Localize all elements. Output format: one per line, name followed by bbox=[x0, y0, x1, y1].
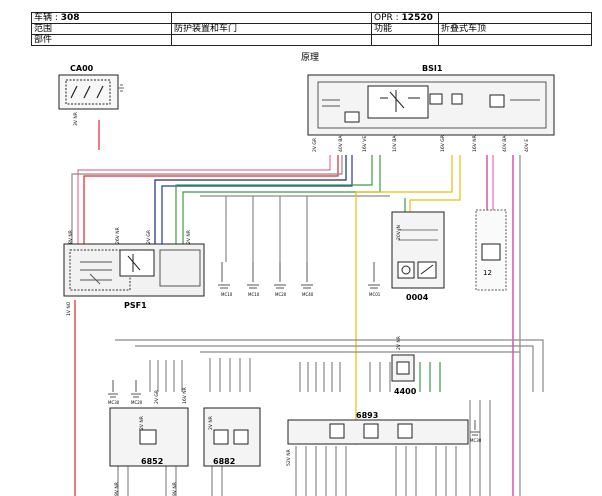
bsi-conn-c: 40V BA bbox=[338, 135, 344, 152]
component-4400: 4400 2V NR bbox=[391, 336, 417, 396]
wire-green-2 bbox=[182, 155, 381, 246]
wire-pink-bsi-psf bbox=[77, 155, 331, 250]
wire-blue-bsi-psf bbox=[161, 155, 353, 246]
bsi-conn-g: 40V BA bbox=[502, 135, 508, 152]
wire-grey-bottom-6893c bbox=[435, 446, 457, 496]
psf-conn-side: 1V NO bbox=[66, 301, 72, 316]
ground-mc40: MC40 bbox=[301, 262, 314, 297]
vehicle-value: 308 bbox=[60, 13, 80, 23]
ground-mc20: MC20 bbox=[274, 262, 287, 297]
grounds-upper: MC10 MC10 MC20 MC40 MC01 bbox=[218, 262, 381, 297]
opr-value: 12520 bbox=[401, 13, 433, 23]
c6882-conn-b: 16V NR bbox=[182, 387, 188, 404]
ground-label: MC10 bbox=[248, 292, 260, 297]
ground-label: MC20 bbox=[275, 292, 287, 297]
wire-grey-6882 bbox=[209, 358, 251, 392]
ground-label: MC30 bbox=[470, 438, 482, 443]
wire-grey-lower-bus-2 bbox=[135, 345, 534, 392]
bsi-conn-h: 40V E bbox=[524, 139, 530, 152]
header-blank-4 bbox=[438, 34, 592, 46]
ground-mc01: MC01 bbox=[368, 262, 381, 297]
wire-grey-6893b bbox=[369, 362, 391, 392]
ground-label: MC01 bbox=[369, 292, 381, 297]
c6893-label: 6893 bbox=[356, 411, 378, 420]
c0004-label: 0004 bbox=[406, 293, 429, 302]
ground-mc20-b: MC20 bbox=[131, 380, 143, 405]
c6852-conn-d: 9V NR bbox=[172, 482, 178, 496]
c6882-label: 6882 bbox=[213, 457, 235, 466]
psf1-label: PSF1 bbox=[124, 301, 147, 310]
ground-mc30-a: MC30 bbox=[108, 380, 120, 405]
wire-yellow-2 bbox=[409, 155, 461, 212]
ground-label: MC20 bbox=[131, 400, 143, 405]
c4400-label: 4400 bbox=[394, 387, 417, 396]
c6852-label: 6852 bbox=[141, 457, 163, 466]
ca00-pin-label: 3V NR bbox=[73, 112, 79, 126]
psf-conn-c: 26V NR bbox=[115, 227, 121, 244]
component-ca00: CA00 3V NR bbox=[58, 64, 124, 126]
wire-yellow-1 bbox=[355, 155, 453, 445]
header-table: 车辆 : 308 OPR : 12520 范围 防护装置和车门 功能 折叠式车顶… bbox=[31, 12, 592, 46]
diagram-title: 原理 bbox=[301, 53, 320, 63]
ground-mc10-a: MC10 bbox=[218, 262, 233, 297]
wire-red-bsi-psf bbox=[83, 155, 339, 250]
grounds-lower: MC30 MC20 MC30 bbox=[108, 380, 482, 443]
ground-mc30-b: MC30 bbox=[470, 420, 482, 443]
wire-grey-6893 bbox=[299, 362, 341, 392]
bsi-conn-d: 10V BA bbox=[392, 135, 398, 152]
ca00-label: CA00 bbox=[70, 64, 94, 73]
component-psf1: PSF1 8V NR 2V GR 26V NR 2V NR 1V NO bbox=[63, 227, 205, 316]
bsi-conn-e: 16V GR bbox=[440, 135, 446, 152]
c4400-pin: 2V NR bbox=[396, 336, 402, 350]
vehicle-label: 车辆 : bbox=[34, 13, 58, 23]
psf-conn-d: 2V NR bbox=[186, 230, 192, 244]
wire-grey-1 bbox=[71, 155, 343, 250]
component-bsi1: BSI1 2V GR 16V VE 40V BA 10V BA 16V GR 1… bbox=[307, 64, 555, 152]
ground-label: MC30 bbox=[108, 400, 120, 405]
component-6882: 6882 2V NR 16V NR bbox=[182, 387, 261, 467]
wire-grey-bottom bbox=[469, 400, 491, 496]
wire-green-6893 bbox=[419, 362, 441, 392]
ground-label: MC40 bbox=[302, 292, 314, 297]
ground-mc10-b: MC10 bbox=[247, 262, 260, 297]
component-6893: 6893 52V NR bbox=[286, 411, 469, 466]
relay-label: 12 bbox=[483, 269, 492, 277]
c6852-conn-b: 2V NR bbox=[139, 416, 145, 430]
psf-conn-a: 8V NR bbox=[68, 230, 74, 244]
bsi-conn-a: 2V GR bbox=[312, 138, 318, 152]
ground-label: MC10 bbox=[221, 292, 233, 297]
c6893-pin: 52V NR bbox=[286, 449, 292, 466]
c6852-conn-a: 2V GR bbox=[154, 390, 160, 404]
opr-label: OPR : bbox=[374, 13, 399, 23]
component-0004: 0004 20V JN bbox=[391, 211, 445, 302]
wire-grey-bus bbox=[200, 195, 390, 262]
c6882-pin: 2V NR bbox=[208, 416, 214, 430]
wire-grey-lower-bus bbox=[115, 339, 544, 392]
wire-navy-bsi-psf bbox=[154, 155, 347, 246]
bsi-conn-b: 16V VE bbox=[362, 136, 368, 152]
wire-grey-bottom-6893b bbox=[395, 446, 417, 496]
wire-grey-6852 bbox=[149, 360, 183, 392]
psf-conn-b: 2V GR bbox=[146, 230, 152, 244]
component-relay: 12 bbox=[475, 209, 507, 291]
bsi-conn-f: 16V NR bbox=[472, 135, 478, 152]
wire-green-1 bbox=[175, 155, 373, 246]
c6852-conn-c: 9V NR bbox=[114, 482, 120, 496]
wire-grey-bottom-6893 bbox=[295, 446, 347, 496]
component-6852: 6852 2V GR 2V NR 9V NR 9V NR bbox=[109, 390, 189, 496]
bsi1-label: BSI1 bbox=[422, 64, 443, 73]
c0004-pin: 20V JN bbox=[396, 225, 402, 240]
